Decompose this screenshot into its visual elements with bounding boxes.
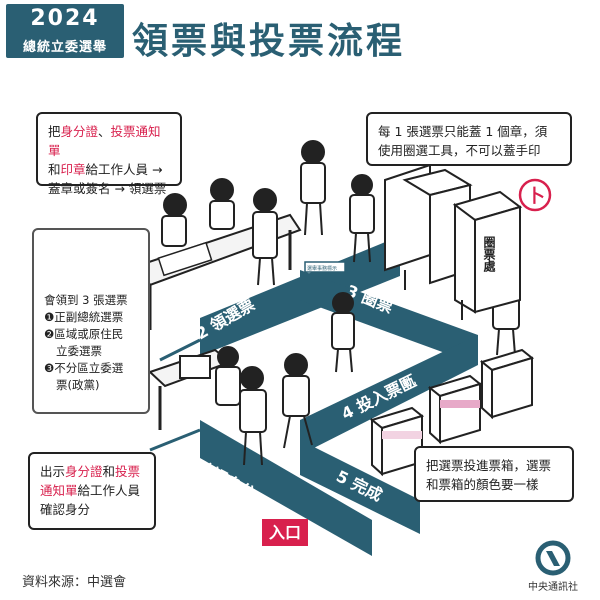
callout-text: 蓋章或簽名 → 領選票 [48, 181, 167, 196]
callout-text: 出示 [40, 464, 66, 479]
callout-text: 把 [48, 124, 61, 139]
callout-text: 確認身分 [40, 502, 91, 517]
callout-line-2: 和票箱的顏色要一樣 [426, 477, 539, 492]
voters-group [215, 140, 520, 466]
booth-label: 圈票處 [482, 235, 496, 273]
callout-stamp-rule: 每 1 張選票只能蓋 1 個章，須 使用圈選工具，不可以蓋手印 [366, 112, 572, 166]
agency-name: 中央通訊社 [528, 582, 578, 593]
callout-line-1: 每 1 張選票只能蓋 1 個章，須 [378, 124, 548, 139]
seal-term: 印章 [60, 162, 86, 177]
callout-line-1: 把選票投進票箱，選票 [426, 458, 552, 473]
badge-election-name: 總統立委選舉 [22, 40, 107, 55]
station-sign-text: 選舉事務標示 [307, 265, 337, 272]
id-card-term: 身分證 [60, 124, 99, 139]
page-title: 領票與投票流程 [132, 21, 406, 62]
badge-year: 2024 [30, 6, 100, 31]
callout-line-2: 使用圈選工具，不可以蓋手印 [378, 143, 541, 158]
ballot-type-item: ❸不分區立委選 [44, 361, 124, 375]
cna-logo-icon [535, 540, 571, 576]
path-segment-1 [200, 420, 372, 556]
path-segment-5 [300, 440, 420, 534]
callout-receive-ballots: 把身分證、投票通知單 和印章給工作人員 → 蓋章或簽名 → 領選票 [36, 112, 182, 196]
callout-text: 給工作人員 [77, 483, 141, 498]
flow-path [149, 236, 478, 556]
ballot-type-item: 票(政黨) [56, 378, 100, 392]
ballot-boxes [369, 348, 535, 477]
ballot-type-item: ❷區域或原住民 [44, 327, 124, 341]
callout-text: 和 [48, 162, 61, 177]
ballot-type-item: 立委選票 [56, 344, 102, 358]
election-badge: 2024 總統立委選舉 [6, 4, 124, 58]
notice-term: 投票通知單 [48, 124, 161, 158]
callout-verify-identity: 出示身分證和投票 通知單給工作人員 確認身分 [28, 452, 156, 530]
path-segment-4 [300, 335, 478, 455]
callout-text: 給工作人員 → [85, 162, 163, 177]
voting-booths [384, 163, 523, 320]
callout-text: 和 [102, 464, 116, 479]
stamp-circle-icon: 卜 [518, 178, 552, 212]
notice-term: 通知單 [40, 483, 78, 498]
officials-group [161, 178, 278, 286]
callout-text: 、 [98, 124, 111, 139]
entrance-tag: 入口 [262, 519, 308, 546]
notice-term: 投票 [115, 464, 141, 479]
ballot-types-card: 會領到 3 張選票 ❶正副總統選票 ❷區域或原住民 立委選票 ❸不分區立委選 票… [32, 228, 150, 414]
svg-text:卜: 卜 [527, 186, 545, 207]
station-sign [304, 261, 346, 273]
callout-deposit: 把選票投進票箱，選票 和票箱的顏色要一樣 [414, 446, 574, 502]
source-note: 資料來源：中選會 [22, 575, 127, 590]
id-card-term: 身分證 [65, 464, 103, 479]
ballot-type-item: ❶正副總統選票 [44, 310, 124, 324]
ballot-types-heading: 會領到 3 張選票 [44, 293, 128, 307]
